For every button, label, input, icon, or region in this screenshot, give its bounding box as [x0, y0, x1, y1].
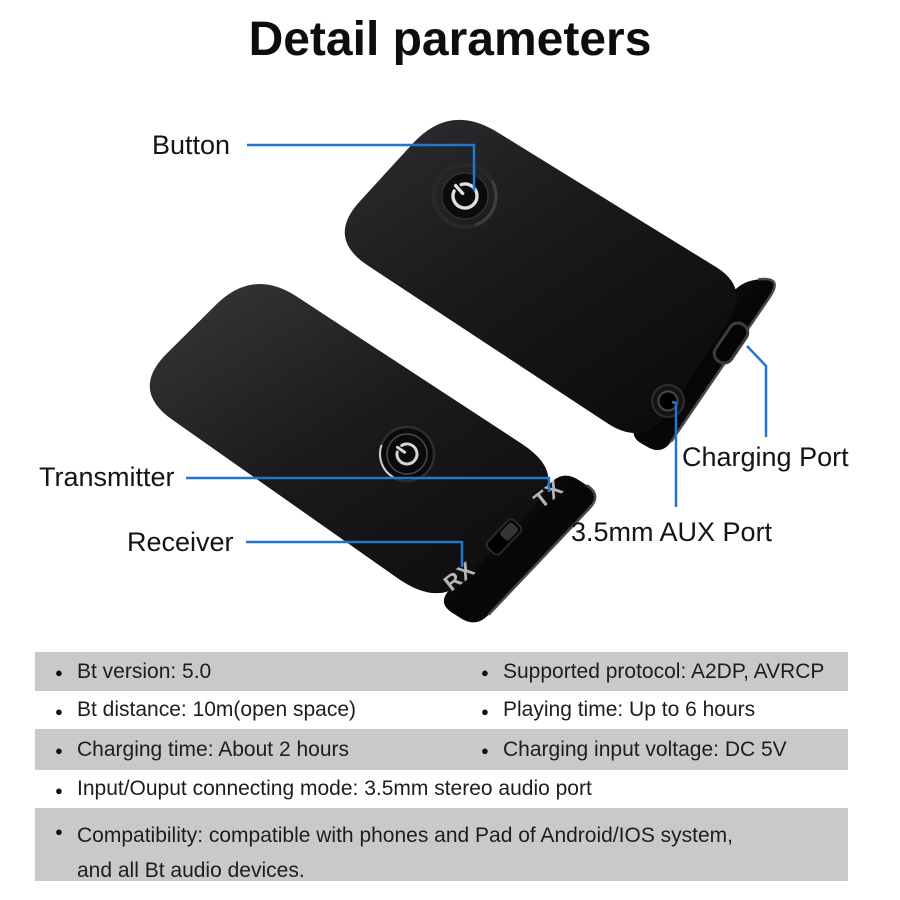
bullet-icon: ● [481, 743, 489, 758]
bullet-icon: ● [55, 824, 63, 839]
device-illustration: TX RX [149, 119, 776, 623]
spec-row-2: ● Bt distance: 10m(open space) ● Playing… [35, 691, 848, 729]
aux-port-icon [651, 384, 685, 418]
device-bottom-face [149, 283, 549, 594]
spec-text-compatibility-line1: Compatibility: compatible with phones an… [77, 824, 734, 847]
bullet-icon: ● [55, 703, 63, 719]
spec-text-compatibility-line2: and all Bt audio devices. [77, 859, 305, 882]
page-title: Detail parameters [248, 13, 652, 66]
spec-text-bt-distance: Bt distance: 10m(open space) [77, 698, 356, 721]
callout-label-transmitter: Transmitter [39, 462, 175, 492]
spec-text-playing-time: Playing time: Up to 6 hours [503, 698, 756, 721]
spec-row-5: ● Compatibility: compatible with phones … [35, 808, 848, 882]
spec-cell: ● Bt distance: 10m(open space) [55, 698, 481, 722]
spec-row-4: ● Input/Ouput connecting mode: 3.5mm ste… [35, 770, 848, 808]
callout-label-aux-port: 3.5mm AUX Port [571, 517, 773, 547]
edge-band-highlight [669, 277, 776, 443]
spec-text-charging-time: Charging time: About 2 hours [77, 737, 349, 761]
spec-table: ● Bt version: 5.0 ● Supported protocol: … [35, 652, 848, 882]
bullet-icon: ● [55, 782, 63, 798]
callout-line-aux-port [671, 400, 678, 507]
spec-row-1: ● Bt version: 5.0 ● Supported protocol: … [35, 652, 848, 691]
bullet-icon: ● [481, 665, 489, 680]
spec-cell: ● Input/Ouput connecting mode: 3.5mm ste… [55, 777, 848, 801]
spec-cell: Compatibility: compatible with phones an… [77, 818, 733, 888]
bullet-icon: ● [481, 703, 489, 719]
callout-line-charging-port [746, 345, 768, 437]
spec-cell: ● Playing time: Up to 6 hours [481, 698, 848, 722]
callout-line-receiver [246, 540, 464, 567]
bullet-icon: ● [55, 743, 63, 758]
spec-cell: ● Charging input voltage: DC 5V [481, 738, 848, 762]
mode-switch-icon [485, 518, 523, 556]
device-bottom: TX RX [149, 283, 597, 623]
spec-text-connecting-mode: Input/Ouput connecting mode: 3.5mm stere… [77, 777, 592, 800]
callout-line-button [247, 143, 476, 191]
spec-cell: ● Supported protocol: A2DP, AVRCP [481, 660, 848, 684]
spec-cell: ● Bt version: 5.0 [55, 660, 481, 684]
callout-line-transmitter [186, 476, 551, 492]
device-top [344, 119, 776, 451]
spec-row-3: ● Charging time: About 2 hours ● Chargin… [35, 729, 848, 770]
callout-label-charging-port: Charging Port [682, 442, 849, 472]
bullet-icon: ● [55, 665, 63, 680]
edge-band-highlight [487, 484, 597, 616]
device-bottom-edge-band [443, 475, 596, 623]
spec-text-bt-version: Bt version: 5.0 [77, 659, 212, 683]
power-button-icon [432, 163, 498, 229]
callout-label-receiver: Receiver [127, 527, 234, 557]
usb-port-icon [712, 321, 750, 365]
spec-cell: ● Charging time: About 2 hours [55, 738, 481, 762]
power-button-icon [378, 425, 436, 483]
callout-label-button: Button [152, 130, 231, 160]
spec-text-input-voltage: Charging input voltage: DC 5V [503, 737, 787, 761]
spec-text-protocol: Supported protocol: A2DP, AVRCP [503, 659, 825, 683]
